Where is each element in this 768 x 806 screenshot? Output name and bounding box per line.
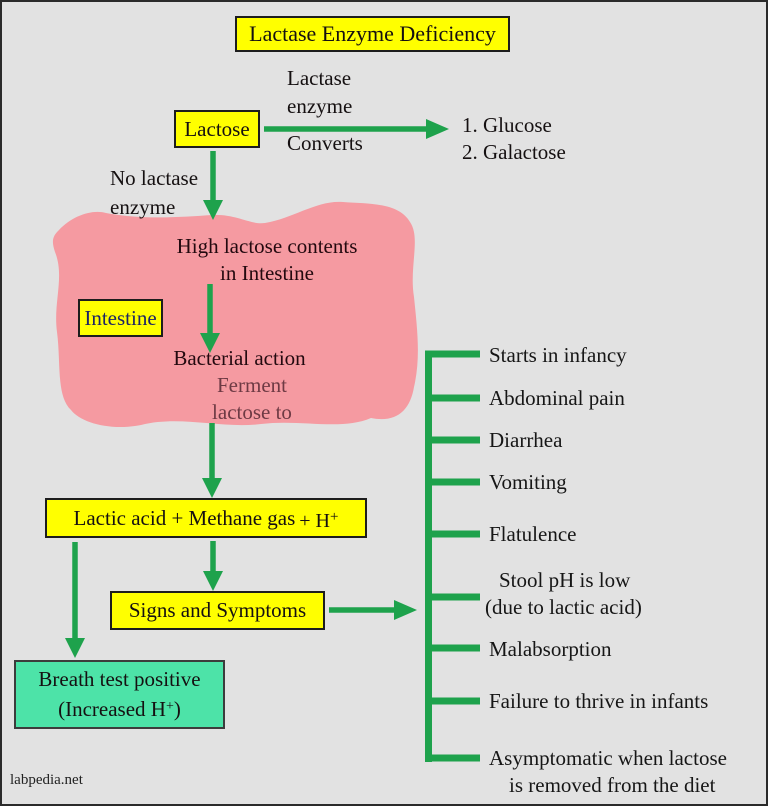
symptom-text: Failure to thrive in infants bbox=[489, 689, 709, 713]
lactase-enzyme-line2: enzyme bbox=[287, 94, 353, 118]
breath-line2-post: ) bbox=[173, 697, 181, 721]
intestine-blob-shape bbox=[52, 201, 418, 428]
symptom-malabsorption: Malabsorption bbox=[489, 636, 611, 663]
symptom-stool-ph: Stool pH is low (due to lactic acid) bbox=[485, 567, 642, 621]
lactic-acid-main: Lactic acid + Methane gas bbox=[73, 505, 296, 530]
symptom-failure-to-thrive: Failure to thrive in infants bbox=[489, 688, 708, 715]
symptom-text-line2: is removed from the diet bbox=[509, 773, 716, 797]
symptom-diarrhea: Diarrhea bbox=[489, 427, 562, 454]
symptom-flatulence: Flatulence bbox=[489, 521, 576, 548]
converts-annotation: Converts bbox=[287, 129, 363, 157]
symptom-abdominal-pain: Abdominal pain bbox=[489, 385, 625, 412]
high-lactose-text: High lactose contents in Intestine bbox=[152, 233, 382, 287]
hydrogen-term: + H+ bbox=[299, 509, 338, 533]
symptom-text: Malabsorption bbox=[489, 637, 612, 661]
lactic-acid-box: Lactic acid + Methane gas+ H+ bbox=[45, 498, 367, 538]
ferment-line1: Ferment bbox=[217, 373, 287, 397]
symptoms-bracket bbox=[425, 350, 480, 762]
intestine-label: Intestine bbox=[84, 305, 157, 330]
breath-test-line2: (Increased H+) bbox=[58, 693, 181, 723]
breath-test-box: Breath test positive (Increased H+) bbox=[14, 660, 225, 729]
lactose-label: Lactose bbox=[184, 116, 250, 141]
symptom-text: Diarrhea bbox=[489, 428, 563, 452]
symptom-starts-in-infancy: Starts in infancy bbox=[489, 342, 627, 369]
intestine-box: Intestine bbox=[78, 299, 163, 337]
symptom-text-line1: Stool pH is low bbox=[499, 568, 631, 592]
symptom-text: Starts in infancy bbox=[489, 343, 627, 367]
high-lactose-line2: in Intestine bbox=[220, 261, 314, 285]
lactase-enzyme-line1: Lactase bbox=[287, 66, 352, 90]
signs-symptoms-label: Signs and Symptoms bbox=[128, 598, 307, 622]
bacterial-action-text: Bacterial action bbox=[117, 344, 362, 372]
symptom-text-line1: Asymptomatic when lactose bbox=[489, 746, 727, 770]
products-list: 1. Glucose 2. Galactose bbox=[462, 112, 566, 166]
symptom-text-line2: (due to lactic acid) bbox=[485, 595, 642, 619]
breath-superscript: + bbox=[165, 699, 174, 714]
symptom-text: Flatulence bbox=[489, 522, 577, 546]
title-box: Lactase Enzyme Deficiency bbox=[235, 16, 510, 52]
signs-symptoms-box: Signs and Symptoms bbox=[110, 591, 325, 630]
ferment-text: Ferment lactose to bbox=[182, 372, 322, 426]
breath-test-line1: Breath test positive bbox=[38, 667, 201, 691]
symptom-asymptomatic: Asymptomatic when lactose is removed fro… bbox=[489, 745, 727, 799]
no-lactase-line2: enzyme bbox=[110, 195, 176, 219]
converts-label: Converts bbox=[287, 131, 363, 155]
symptom-text: Vomiting bbox=[489, 470, 567, 494]
product-galactose: 2. Galactose bbox=[462, 140, 566, 164]
no-lactase-line1: No lactase bbox=[110, 166, 199, 190]
page-title: Lactase Enzyme Deficiency bbox=[249, 21, 496, 46]
lactose-box: Lactose bbox=[174, 110, 260, 148]
no-lactase-annotation: No lactase enzyme bbox=[110, 164, 198, 222]
high-lactose-line1: High lactose contents bbox=[176, 234, 358, 258]
product-glucose: 1. Glucose bbox=[462, 113, 552, 137]
breath-line2-pre: (Increased H bbox=[58, 697, 166, 721]
symptom-text: Abdominal pain bbox=[489, 386, 625, 410]
symptom-vomiting: Vomiting bbox=[489, 469, 567, 496]
hydrogen-superscript: + bbox=[330, 509, 339, 525]
flow-arrows bbox=[65, 119, 449, 658]
ferment-line2: lactose to bbox=[212, 400, 292, 424]
lactase-enzyme-annotation: Lactase enzyme bbox=[287, 64, 352, 120]
watermark-labpedia: labpedia.net bbox=[10, 772, 83, 788]
bacterial-action-label: Bacterial action bbox=[173, 346, 306, 370]
hydrogen-term-text: + H bbox=[299, 510, 330, 532]
